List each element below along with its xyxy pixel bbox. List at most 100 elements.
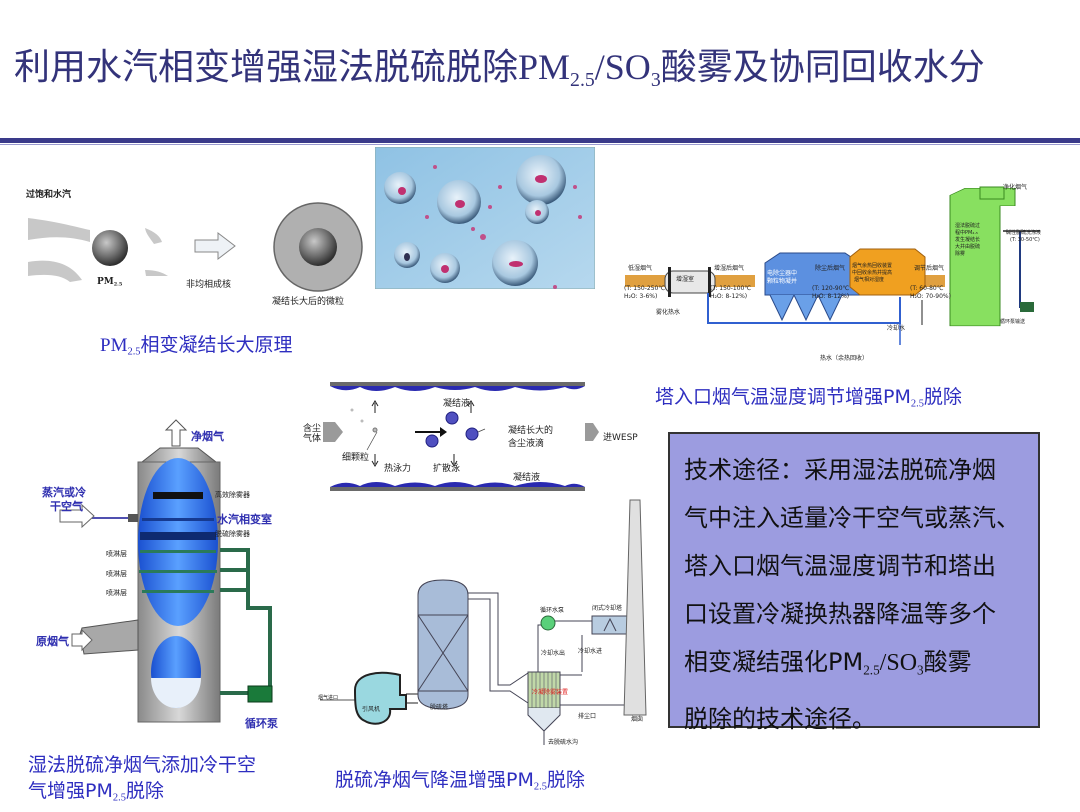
vapor-shape xyxy=(28,260,82,282)
principle-diagram xyxy=(28,202,363,292)
label-after-humidity: H₂O: 8-12%) xyxy=(812,293,850,300)
esp-hoppers xyxy=(769,294,843,322)
up-arrow-icon xyxy=(371,400,379,413)
label-condenser: 冷凝除雾装置 xyxy=(532,689,569,696)
label-fgd-demister: 脱硫除雾器 xyxy=(215,530,250,538)
label-low-temp: (T: 150-250℃ xyxy=(624,285,666,292)
pipe xyxy=(625,275,665,287)
clean-gas-arrow-icon xyxy=(164,419,188,447)
label-exchanger-3: 烟气相对湿度 xyxy=(854,277,885,283)
label-pm-sub: 2.5 xyxy=(113,281,123,288)
fine-particle xyxy=(360,419,364,423)
label-to-wesp: 进WESP xyxy=(603,433,638,443)
circulation-water-pump-icon xyxy=(540,615,556,631)
label-after-esp-gas: 除尘后烟气 xyxy=(815,265,846,272)
fgd-demister xyxy=(140,532,216,540)
grown-droplet xyxy=(445,411,459,425)
label-esp-1: 电除尘器中 xyxy=(767,270,798,277)
label-steam-or-air-2: 干空气 xyxy=(50,500,83,513)
down-arrow-icon xyxy=(371,454,379,467)
fine-particle xyxy=(350,408,354,412)
outlet-duct xyxy=(468,592,529,704)
flange xyxy=(668,267,671,297)
label-adjusted-humidity: H₂O: 70-90%) xyxy=(910,293,951,300)
label-low-humid-gas: 低湿烟气 xyxy=(628,265,653,272)
label-clean-gas: 净烟气 xyxy=(191,430,224,443)
vapor-shape xyxy=(145,228,162,244)
label-condensate-top: 凝结液 xyxy=(443,399,471,409)
label-closed-cooling-tower: 闭式冷却塔 xyxy=(592,605,623,612)
packing-cross xyxy=(417,614,469,692)
spray-layer-2 xyxy=(139,570,217,573)
title-text-post: 酸雾及协同回收水分 xyxy=(660,47,985,88)
tech-line-5: 相变凝结强化PM2.5/SO3酸雾 xyxy=(684,638,1028,695)
label-grown-particle: 凝结长大后的微粒 xyxy=(272,297,345,307)
tech-line-4: 口设置冷凝换热器降温等多个 xyxy=(684,600,996,628)
spray-layer-1 xyxy=(140,550,216,553)
title-text-pre: 利用水汽相变增强湿法脱硫脱除 xyxy=(14,47,519,88)
condensate-bottom xyxy=(330,482,585,487)
tech-line-5-mid: /SO xyxy=(879,650,918,676)
label-supersaturated-vapor: 过饱和水汽 xyxy=(26,190,72,200)
inlet-arrow-icon xyxy=(323,422,343,442)
caption-cooling-sub: 2.5 xyxy=(533,781,547,793)
channel-top-wall xyxy=(330,382,585,386)
label-tower-3: 发生凝结长 xyxy=(955,237,981,243)
caption-principle: PM2.5相变凝结长大原理 xyxy=(100,330,293,358)
label-pump: 循环泵输送 xyxy=(1000,319,1026,325)
outlet-arrow-icon xyxy=(585,423,599,441)
caption-inlet-sub: 2.5 xyxy=(910,398,924,410)
condenser-hopper xyxy=(527,708,561,732)
label-to-trench: 去脱硫水沟 xyxy=(548,739,579,746)
label-fan: 引风机 xyxy=(362,706,381,713)
title-pm-sub: 2.5 xyxy=(570,68,595,91)
condenser-outlet-duct xyxy=(560,674,630,706)
label-spray-layer-3: 喷淋层 xyxy=(106,589,127,597)
slurry-pump-icon xyxy=(1020,302,1034,312)
label-cooling-water-out: 冷却水出 xyxy=(541,650,566,657)
label-fgd-tower: 脱硫塔 xyxy=(430,704,449,711)
caption-wet-fgd-line1: 湿法脱硫净烟气添加冷干空 xyxy=(28,754,257,776)
inlet-humidity-diagram xyxy=(625,186,1040,345)
technical-approach-box: 技术途径：采用湿法脱硫净烟 气中注入适量冷干空气或蒸汽、 塔入口烟气温湿度调节和… xyxy=(668,432,1040,733)
fan-duct xyxy=(406,693,418,704)
caption-principle-text: 相变凝结长大原理 xyxy=(140,334,293,356)
label-grown-droplet-2: 含尘液滴 xyxy=(508,439,545,449)
water-loop-line xyxy=(707,293,901,324)
condensate-top xyxy=(330,386,585,391)
label-cooling-water: 冷却水 xyxy=(887,325,906,332)
vapor-layer xyxy=(142,518,214,521)
tower-outlet xyxy=(979,186,1005,200)
slide-title: 利用水汽相变增强湿法脱硫脱除PM2.5/SO3酸雾及协同回收水分 xyxy=(14,38,985,92)
pipe xyxy=(715,275,755,287)
flange xyxy=(708,267,711,297)
heat-exchanger-unit xyxy=(849,248,926,296)
chimney xyxy=(623,499,647,716)
cooling-water-lines xyxy=(537,620,592,672)
caption-wet-fgd-sub: 2.5 xyxy=(112,792,126,804)
grown-particle-core-icon xyxy=(299,228,337,266)
title-pm: PM xyxy=(518,47,571,87)
caption-pm-sub: 2.5 xyxy=(127,346,141,358)
label-adjusted-temp: (T: 60-80℃ xyxy=(910,285,944,292)
air-nozzle xyxy=(128,514,138,522)
label-circulation-pump: 循环泵 xyxy=(245,717,278,730)
label-esp-2: 颗粒物凝并 xyxy=(767,278,798,285)
label-hot-water: 热水（余热回收） xyxy=(820,355,869,362)
label-phase-change-room: 水汽相变室 xyxy=(217,513,272,526)
label-exchanger-1: 烟气余热回收装置 xyxy=(852,263,893,269)
pm-particle-icon xyxy=(92,230,128,266)
grown-droplet xyxy=(425,434,439,448)
caption-cooling: 脱硫净烟气降温增强PM2.5脱除 xyxy=(335,765,585,793)
caption-wet-fgd: 湿法脱硫净烟气添加冷干空气增强PM2.5脱除 xyxy=(28,752,256,812)
recirculation-pipe xyxy=(220,548,272,700)
caption-pm: PM xyxy=(100,335,128,356)
tech-line-1: 技术途径：采用湿法脱硫净烟 xyxy=(684,456,996,484)
label-drain: 排尘口 xyxy=(578,713,597,720)
sump-liquid xyxy=(151,678,201,708)
down-arrow-icon xyxy=(450,454,458,467)
label-tower-2: 程中PM₂.₅ xyxy=(955,230,978,236)
induced-fan-icon xyxy=(353,671,407,725)
label-steam-or-air-1: 蒸汽或冷 xyxy=(42,486,86,499)
label-after-temp: (T: 120-90℃ xyxy=(812,285,850,292)
